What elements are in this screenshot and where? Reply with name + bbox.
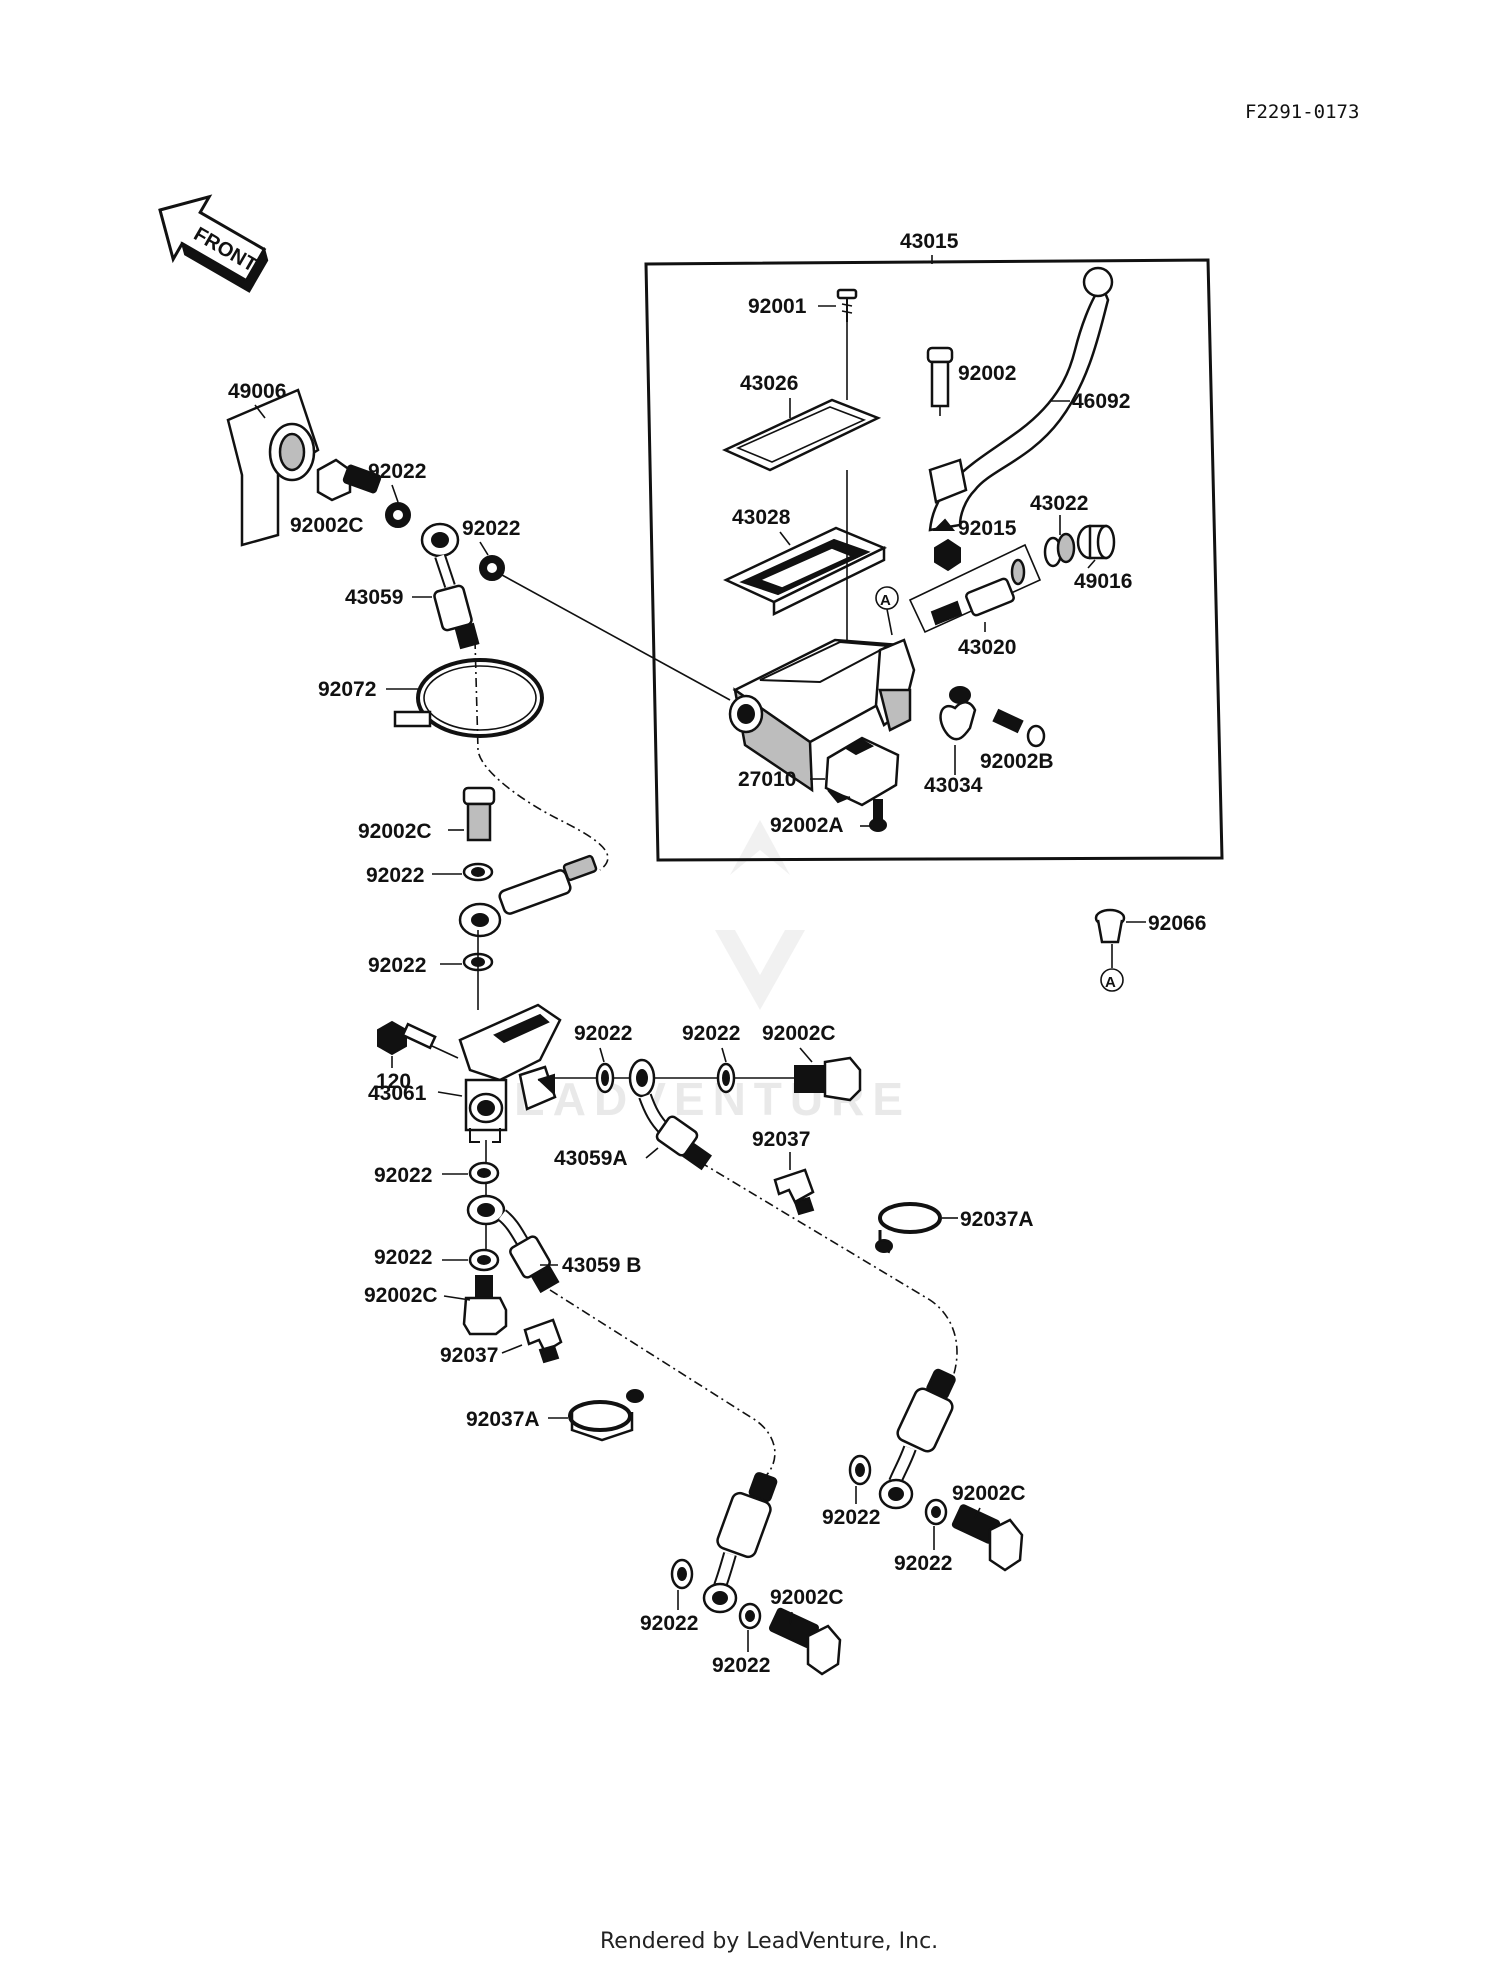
label-92002C-mid: 92002C — [358, 820, 432, 843]
callout-A-cap — [1100, 968, 1124, 992]
brake-joint-43061 — [458, 1003, 562, 1143]
screw-92002A — [869, 799, 887, 832]
label-92022-g: 92022 — [374, 1164, 432, 1187]
label-92037-right: 92037 — [752, 1128, 810, 1151]
bolt-120 — [377, 1020, 437, 1056]
label-43020: 43020 — [958, 636, 1016, 659]
diagram-ref-code: F2291-0173 — [1245, 101, 1359, 123]
label-92002C-top: 92002C — [290, 514, 364, 537]
hose-fitting-mid — [458, 854, 598, 938]
banjo-bolt-92002C-lower-right — [951, 1504, 1024, 1572]
label-92022-i: 92022 — [822, 1506, 880, 1529]
banjo-bolt-92002C-lower-left — [768, 1607, 842, 1676]
piston-43020 — [930, 558, 1026, 626]
label-92002C-lower: 92002C — [364, 1284, 438, 1307]
label-120: 120 — [376, 1070, 411, 1093]
diaphragm-43028 — [723, 526, 888, 617]
label-92022-c: 92022 — [366, 864, 424, 887]
label-92015: 92015 — [958, 517, 1017, 540]
footer-credit: Rendered by LeadVenture, Inc. — [600, 1929, 938, 1954]
label-92022-b: 92022 — [462, 517, 520, 540]
label-92002A: 92002A — [770, 814, 844, 837]
label-92072: 92072 — [318, 678, 376, 701]
label-92022-j: 92022 — [894, 1552, 952, 1575]
master-cylinder-body — [728, 638, 916, 793]
hose-end-lower-right — [878, 1368, 956, 1510]
screw-92001 — [836, 288, 858, 322]
clamp-92037A-right — [875, 1202, 942, 1254]
label-43059A: 43059A — [554, 1147, 628, 1170]
label-43026: 43026 — [740, 372, 798, 395]
nut-92015 — [934, 538, 961, 572]
label-27010: 27010 — [738, 768, 796, 791]
hose-fitting-43059A — [628, 1058, 712, 1171]
pivot-bolt-92002 — [926, 346, 954, 416]
label-92022-h: 92022 — [374, 1246, 432, 1269]
hose-fitting-43059 — [420, 522, 480, 650]
label-92002C-lower-right: 92002C — [952, 1482, 1026, 1505]
label-92037A-left: 92037A — [466, 1408, 540, 1431]
label-43059: 43059 — [345, 586, 403, 609]
label-49006: 49006 — [228, 380, 286, 403]
bolt-92002B — [992, 708, 1046, 748]
label-92037-left: 92037 — [440, 1344, 498, 1367]
label-43061: 43061 — [368, 1082, 427, 1105]
label-43022: 43022 — [1030, 492, 1088, 515]
label-43034: 43034 — [924, 774, 983, 797]
front-arrow-icon: FRONT — [158, 194, 269, 293]
hose-clamp-92072 — [393, 658, 544, 738]
callout-A-cap-label: A — [1105, 974, 1116, 991]
assembly-43015-box — [644, 258, 1224, 862]
label-43015: 43015 — [900, 230, 959, 253]
brake-lever-46092 — [928, 266, 1114, 532]
clip-92037-right — [773, 1168, 815, 1216]
cap-92066 — [1094, 908, 1126, 944]
label-92002C-right: 92002C — [762, 1022, 836, 1045]
washer-92022-e — [595, 1062, 615, 1094]
switch-27010 — [824, 736, 900, 807]
banjo-bolt-92002C-top — [316, 458, 382, 502]
label-92002: 92002 — [958, 362, 1016, 385]
clamp-92037A-left — [568, 1389, 644, 1442]
hose-end-lower-left — [702, 1472, 778, 1614]
hose-fitting-43059B — [466, 1194, 560, 1294]
label-92001: 92001 — [748, 295, 807, 318]
banjo-bolt-92002C-lower — [462, 1275, 508, 1336]
washer-92022-f — [716, 1062, 736, 1094]
label-49016: 49016 — [1074, 570, 1132, 593]
cap-49016 — [1076, 524, 1116, 560]
piston-kit-43020-box — [908, 543, 1042, 634]
banjo-bolt-92002C-mid — [462, 786, 496, 842]
label-43028: 43028 — [732, 506, 791, 529]
label-92022-e: 92022 — [574, 1022, 632, 1045]
label-92022-d: 92022 — [368, 954, 426, 977]
boot-43022 — [1043, 532, 1076, 568]
reservoir-cap-43026 — [721, 398, 882, 472]
label-92022-a: 92022 — [368, 460, 426, 483]
label-92066: 92066 — [1148, 912, 1206, 935]
label-92022-l: 92022 — [712, 1654, 770, 1677]
banjo-bolt-92002C-right — [794, 1056, 862, 1102]
label-92002C-lower-left: 92002C — [770, 1586, 844, 1609]
clamp-43034 — [939, 686, 977, 741]
label-92022-k: 92022 — [640, 1612, 698, 1635]
label-92002B: 92002B — [980, 750, 1054, 773]
callout-A-body-label: A — [880, 592, 891, 609]
clip-92037-left — [523, 1318, 563, 1364]
label-46092: 46092 — [1072, 390, 1130, 413]
label-92022-f: 92022 — [682, 1022, 740, 1045]
boot-49006 — [226, 388, 320, 547]
label-43059B: 43059 B — [562, 1254, 641, 1277]
label-92037A-right: 92037A — [960, 1208, 1034, 1231]
